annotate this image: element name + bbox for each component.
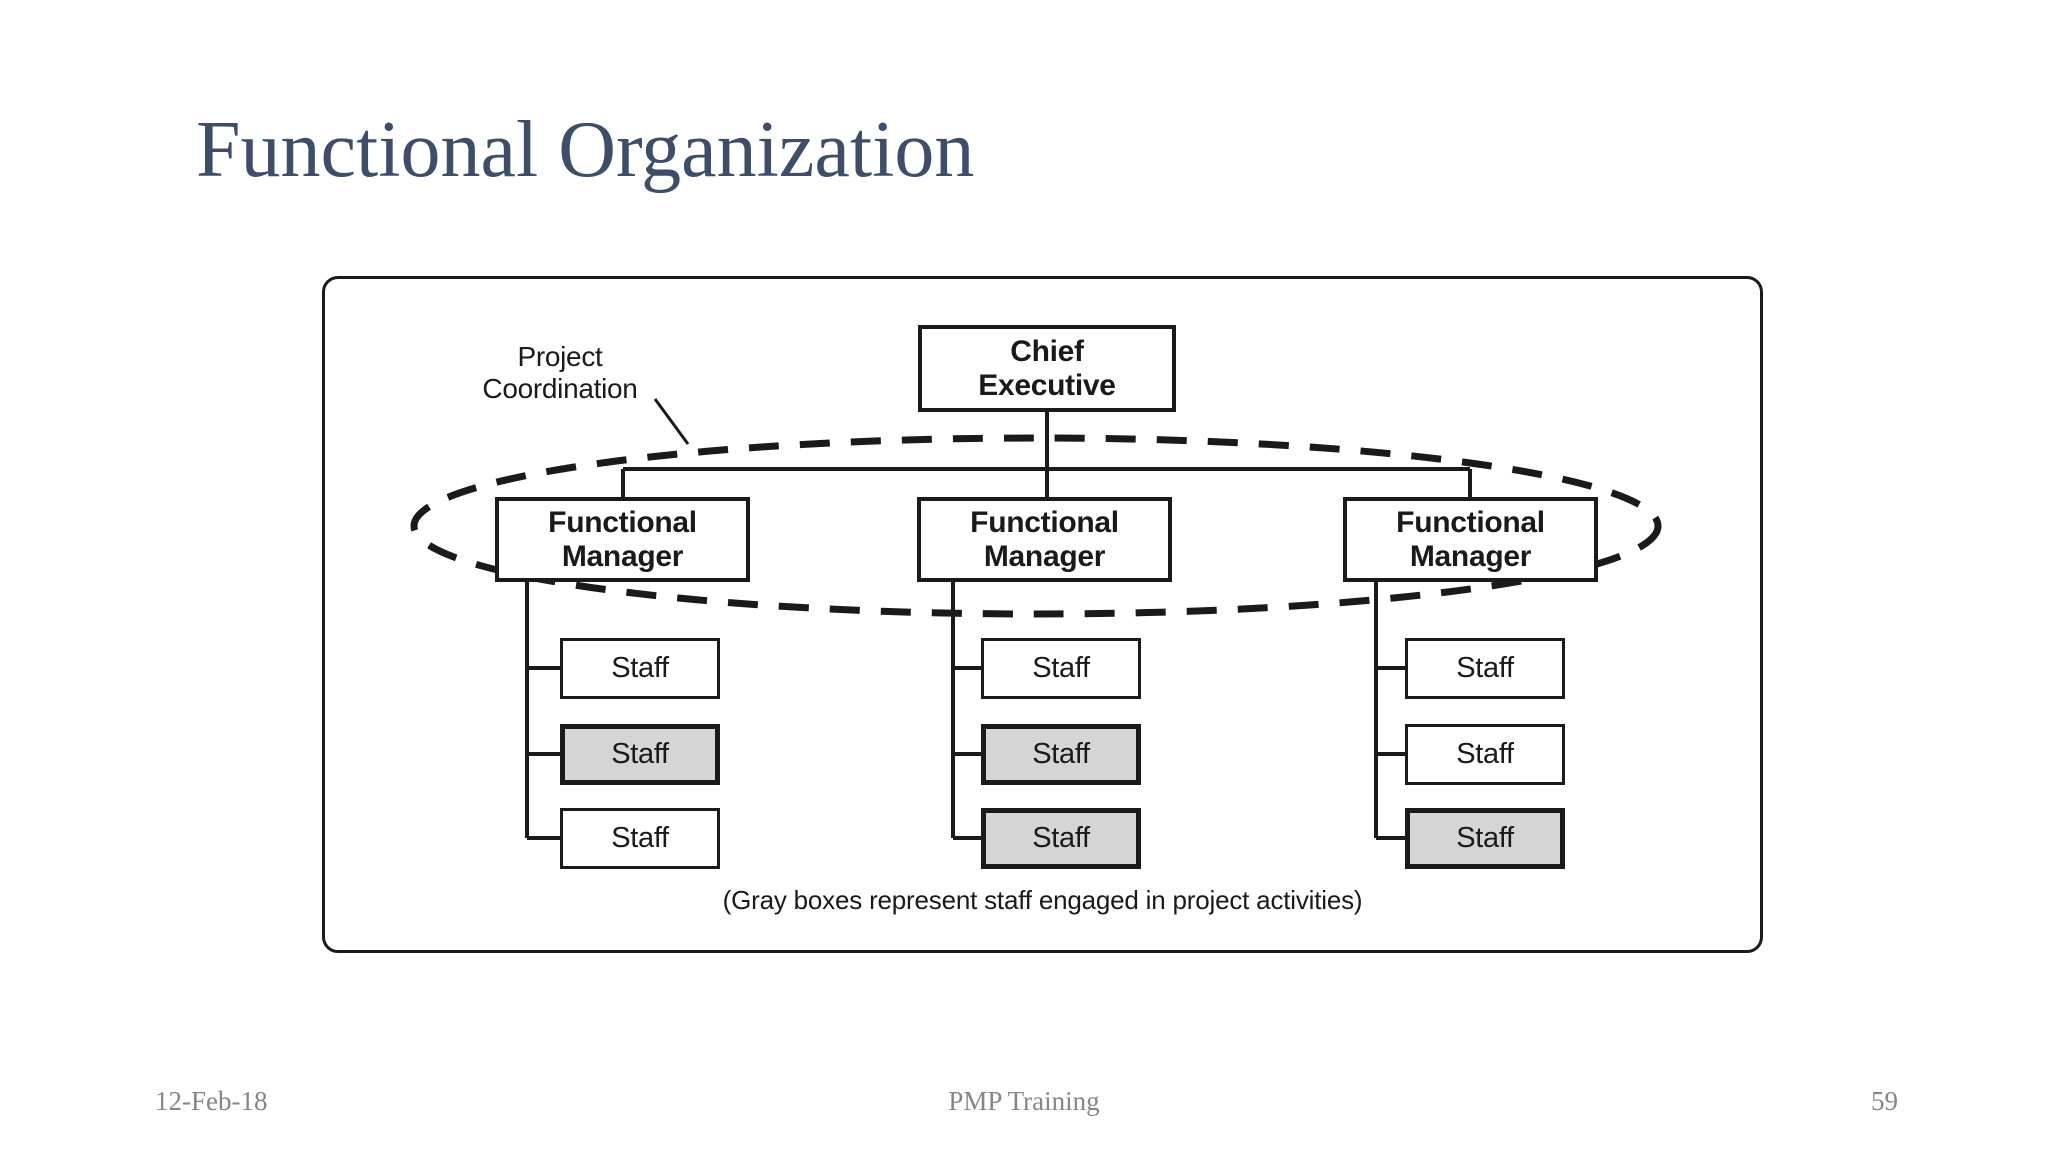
project-coordination-ellipse xyxy=(410,434,1662,618)
staff-box: Staff xyxy=(560,724,720,785)
functional-manager-line2: Manager xyxy=(1409,539,1532,573)
chief-executive-line1: Chief xyxy=(1010,334,1084,368)
staff-label: Staff xyxy=(1456,822,1514,854)
staff-box: Staff xyxy=(1405,724,1565,785)
staff-label: Staff xyxy=(1032,652,1090,684)
staff-box: Staff xyxy=(1405,638,1565,699)
project-coordination-label: Project Coordination xyxy=(440,341,680,405)
diagram-frame: Project Coordination Chief Executive Fun… xyxy=(322,276,1763,953)
footer-title: PMP Training xyxy=(948,1086,1100,1116)
functional-manager-box-2: Functional Manager xyxy=(917,497,1172,582)
page-title: Functional Organization xyxy=(196,106,975,194)
gray-box-caption: (Gray boxes represent staff engaged in p… xyxy=(722,885,1363,915)
footer-date: 12-Feb-18 xyxy=(155,1086,268,1116)
functional-manager-line1: Functional xyxy=(970,505,1119,539)
functional-manager-box-1: Functional Manager xyxy=(495,497,750,582)
staff-label: Staff xyxy=(611,822,669,854)
functional-manager-line1: Functional xyxy=(548,505,697,539)
functional-manager-line2: Manager xyxy=(561,539,684,573)
staff-box: Staff xyxy=(981,724,1141,785)
org-connectors xyxy=(525,412,1472,840)
project-coordination-line2: Coordination xyxy=(482,373,638,404)
staff-box: Staff xyxy=(560,638,720,699)
staff-box: Staff xyxy=(560,808,720,869)
chief-executive-box: Chief Executive xyxy=(918,325,1176,412)
staff-label: Staff xyxy=(1456,652,1514,684)
functional-manager-line1: Functional xyxy=(1396,505,1545,539)
chief-executive-line2: Executive xyxy=(978,368,1116,402)
staff-label: Staff xyxy=(1032,738,1090,770)
functional-manager-line2: Manager xyxy=(983,539,1106,573)
staff-label: Staff xyxy=(1456,738,1514,770)
footer-page-number: 59 xyxy=(1871,1086,1898,1116)
label-pointer-line xyxy=(653,398,690,445)
staff-box: Staff xyxy=(981,808,1141,869)
staff-box: Staff xyxy=(981,638,1141,699)
staff-label: Staff xyxy=(611,652,669,684)
project-coordination-line1: Project xyxy=(517,341,603,372)
staff-label: Staff xyxy=(1032,822,1090,854)
connector-lines xyxy=(410,398,1662,840)
staff-box: Staff xyxy=(1405,808,1565,869)
staff-label: Staff xyxy=(611,738,669,770)
functional-manager-box-3: Functional Manager xyxy=(1343,497,1598,582)
